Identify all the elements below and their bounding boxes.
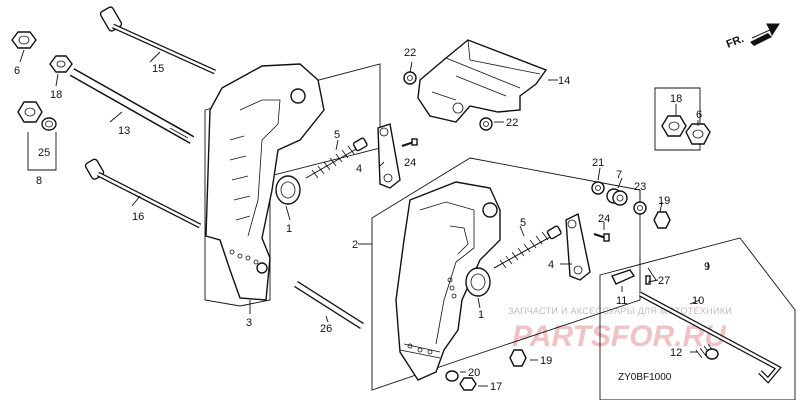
callout-8: 8 bbox=[36, 175, 42, 187]
diagram-code: ZY0BF1000 bbox=[618, 372, 672, 383]
callout-15: 15 bbox=[152, 63, 164, 75]
callout-21: 21 bbox=[592, 157, 604, 169]
tilt-lever-outline bbox=[599, 237, 796, 400]
callout-22-top: 22 bbox=[404, 47, 416, 59]
part-12-spring bbox=[695, 343, 719, 360]
callout-2: 2 bbox=[352, 239, 358, 251]
part-26-rod bbox=[294, 281, 364, 329]
callout-18-right: 18 bbox=[670, 93, 682, 105]
part-4-arm-right bbox=[565, 212, 591, 281]
callout-5-left: 5 bbox=[334, 129, 340, 141]
part-23-washer bbox=[633, 201, 647, 215]
part-24-pin-left bbox=[401, 138, 418, 147]
front-direction-label: FR. bbox=[725, 33, 746, 51]
callout-26: 26 bbox=[320, 323, 332, 335]
part-8-nut-set bbox=[17, 101, 57, 171]
part-7-collar bbox=[606, 188, 628, 206]
callout-4-left: 4 bbox=[356, 163, 362, 175]
front-arrow-icon bbox=[751, 23, 780, 39]
callout-10: 10 bbox=[692, 295, 704, 307]
callout-19-upper: 19 bbox=[658, 195, 670, 207]
part-16-bolt bbox=[84, 158, 202, 229]
part-27-pin bbox=[645, 275, 651, 285]
callout-16: 16 bbox=[132, 211, 144, 223]
part-6-nut-left bbox=[11, 31, 37, 49]
callout-25: 25 bbox=[38, 147, 50, 159]
part-1-bushing-right bbox=[465, 267, 491, 297]
leader-lines bbox=[19, 49, 709, 387]
callout-19-lower: 19 bbox=[540, 355, 552, 367]
callout-23: 23 bbox=[634, 181, 646, 193]
assembly-outlines bbox=[204, 63, 796, 400]
part-1-bushing-left bbox=[275, 175, 301, 205]
right-bracket-outline bbox=[371, 157, 641, 391]
part-18-nut-right bbox=[661, 115, 687, 137]
part-10-rod bbox=[638, 291, 782, 384]
callout-13: 13 bbox=[118, 125, 130, 137]
part-22-washer-bottom bbox=[479, 117, 493, 131]
callout-18-left: 18 bbox=[50, 89, 62, 101]
part-20-washer bbox=[445, 370, 459, 382]
watermark-logo: PARTSFOR.RU bbox=[512, 320, 727, 353]
callout-numbers: 6 18 13 25 8 15 16 1 5 4 24 22 22 14 2 3… bbox=[14, 47, 710, 393]
callout-6-left: 6 bbox=[14, 65, 20, 77]
callout-3: 3 bbox=[246, 317, 252, 329]
part-17-bolt bbox=[459, 377, 477, 391]
nut-set-outline bbox=[654, 87, 701, 151]
callout-7: 7 bbox=[616, 169, 622, 181]
part-14-upper-bracket bbox=[417, 39, 548, 123]
part-13-tube bbox=[69, 68, 195, 144]
part-4-arm-left bbox=[377, 123, 401, 189]
callout-24-right: 24 bbox=[598, 213, 610, 225]
front-direction-indicator: FR. bbox=[725, 23, 780, 51]
part-11-grip bbox=[611, 269, 636, 285]
callout-9: 9 bbox=[704, 261, 710, 273]
part-21-washer bbox=[591, 181, 605, 195]
callout-6-right: 6 bbox=[696, 109, 702, 121]
callout-20: 20 bbox=[468, 367, 480, 379]
part-5-spring-right bbox=[493, 225, 562, 269]
callout-24-left: 24 bbox=[404, 157, 416, 169]
callout-1-right: 1 bbox=[478, 309, 484, 321]
callout-22-bottom: 22 bbox=[506, 117, 518, 129]
callout-12: 12 bbox=[670, 347, 682, 359]
callout-27: 27 bbox=[658, 275, 670, 287]
watermark-tagline: ЗАПЧАСТИ И АКСЕССУАРЫ ДЛЯ МОТОТЕХНИКИ bbox=[508, 306, 732, 316]
part-24-pin-right bbox=[593, 233, 610, 242]
front-arrow-shaft bbox=[750, 33, 772, 46]
part-19-nut-upper bbox=[653, 211, 671, 229]
part-19-nut-lower bbox=[509, 349, 527, 367]
callout-11: 11 bbox=[616, 295, 627, 307]
left-bracket-outline bbox=[204, 63, 381, 307]
part-22-washer-top bbox=[403, 71, 417, 85]
callout-4-right: 4 bbox=[548, 259, 554, 271]
callout-1-left: 1 bbox=[286, 223, 292, 235]
part-15-long-bolt bbox=[99, 6, 217, 75]
callout-17: 17 bbox=[490, 381, 502, 393]
part-5-spring-left bbox=[305, 137, 368, 179]
part-6-nut-right bbox=[685, 123, 711, 145]
part-2-stern-bracket-right bbox=[395, 181, 501, 381]
callout-5-right: 5 bbox=[520, 217, 526, 229]
part-18-nut-left bbox=[49, 55, 73, 73]
callout-14: 14 bbox=[558, 75, 570, 87]
part-3-stern-bracket-left bbox=[205, 63, 325, 301]
